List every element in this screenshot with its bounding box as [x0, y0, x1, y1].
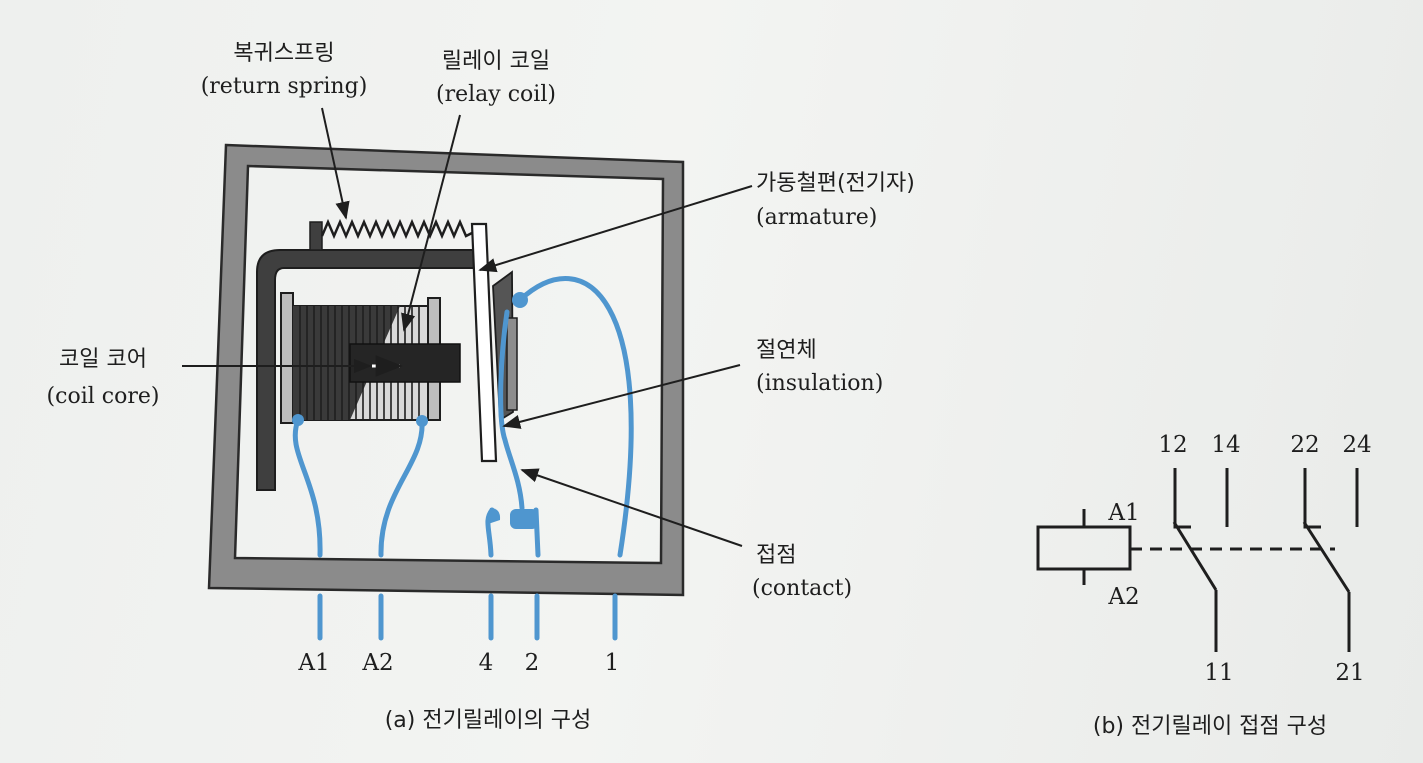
contact-plate — [506, 317, 518, 411]
wire-solder-points — [292, 292, 538, 529]
terminal-label-21: 21 — [1335, 660, 1364, 686]
contact-configuration-diagram — [1036, 468, 1359, 652]
terminal-label-12: 12 — [1158, 432, 1187, 458]
relay-construction-diagram: 복귀스프링 (return spring) 릴레이 코일 (relay coil… — [47, 41, 915, 733]
terminal-label-24: 24 — [1342, 432, 1371, 458]
label-return-spring-ko: 복귀스프링 — [233, 41, 334, 66]
contact-diagram-labels: A1 A2 12 14 22 24 11 21 (b) 전기릴레이 접점 구성 — [1093, 432, 1372, 739]
terminal-label-2: 2 — [525, 650, 540, 676]
label-return-spring-en: (return spring) — [201, 74, 368, 99]
relay-housing — [207, 143, 685, 597]
contact-set-2 — [1303, 468, 1321, 529]
label-relay-coil-en: (relay coil) — [436, 82, 556, 107]
spring-mount — [309, 221, 323, 251]
label-coil-core-ko: 코일 코어 — [59, 347, 147, 372]
label-insulation-ko: 절연체 — [756, 338, 817, 363]
terminal-label-22: 22 — [1290, 432, 1319, 458]
terminal-label-11: 11 — [1204, 660, 1233, 686]
coil-label-a2: A2 — [1107, 584, 1139, 610]
terminal-leads — [317, 593, 618, 641]
coil-label-a1: A1 — [1107, 500, 1139, 526]
contact-set-1 — [1173, 468, 1191, 529]
label-contact-en: (contact) — [752, 576, 852, 601]
label-contact-ko: 접점 — [756, 543, 796, 568]
label-insulation-en: (insulation) — [756, 371, 883, 396]
label-relay-coil-ko: 릴레이 코일 — [442, 49, 550, 74]
label-armature-en: (armature) — [756, 205, 877, 230]
terminal-label-14: 14 — [1211, 432, 1240, 458]
armature — [470, 222, 498, 463]
leader-lines — [182, 107, 753, 547]
label-armature-ko: 가동철편(전기자) — [756, 171, 915, 196]
label-coil-core-en: (coil core) — [47, 384, 160, 409]
coil-flange-left — [280, 292, 294, 424]
caption-a: (a) 전기릴레이의 구성 — [385, 708, 592, 733]
terminal-label-a1: A1 — [297, 650, 329, 676]
return-spring — [320, 218, 475, 240]
coil-symbol — [1036, 525, 1132, 571]
terminal-label-a2: A2 — [361, 650, 393, 676]
coil-core — [349, 343, 461, 383]
caption-b: (b) 전기릴레이 접점 구성 — [1093, 714, 1327, 739]
terminal-label-4: 4 — [479, 650, 494, 676]
terminal-label-1: 1 — [605, 650, 620, 676]
